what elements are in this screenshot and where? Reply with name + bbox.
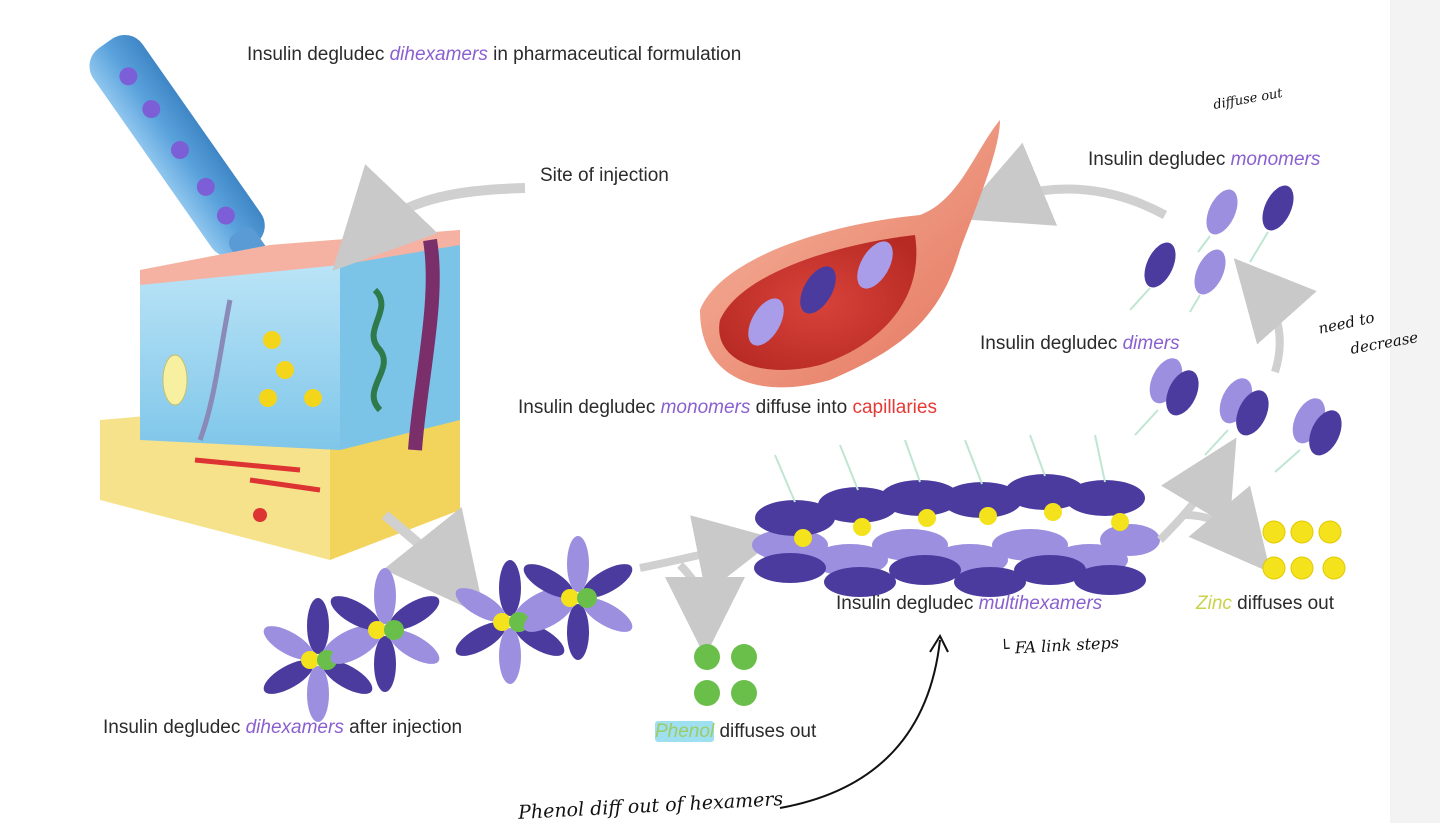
monomers-to-capillary-arrow [956, 142, 1168, 226]
phenol-out-arrow [664, 562, 745, 657]
text: after injection [343, 717, 463, 738]
injection-site-arrow [332, 164, 526, 271]
label-site-of-injection: Site of injection [540, 165, 669, 186]
text: Insulin degludec [247, 44, 390, 65]
text: Insulin degludec [836, 593, 979, 614]
dihexamer-after-injection-group [258, 536, 638, 722]
label-zinc-diffuses-out: Zinc diffuses out [1196, 593, 1334, 615]
multihexamer-chain [752, 434, 1160, 597]
label-dihexamers-after-injection: Insulin degludec dihexamers after inject… [103, 717, 462, 739]
dihexamer-flower [325, 568, 445, 692]
dihexamer-to-multihexamer-arrow [639, 515, 777, 594]
text-em: Phenol [655, 721, 715, 742]
phenol-molecules [694, 644, 757, 706]
handwritten-arrowhead [929, 633, 949, 653]
label-pharmaceutical-formulation: Insulin degludec dihexamers in pharmaceu… [247, 44, 741, 66]
label-monomers-top: Insulin degludec monomers [1088, 149, 1320, 171]
text: diffuses out [1231, 593, 1335, 614]
dimers-to-monomers-arrow [1233, 258, 1317, 374]
text-em: dihexamers [245, 717, 344, 738]
capillary-vessel-illustration [700, 120, 1000, 388]
text: diffuse into [750, 397, 853, 418]
zinc-out-arrow [1184, 485, 1271, 573]
text: diffuses out [714, 721, 817, 742]
skin-to-dihexamers-arrow [381, 506, 485, 617]
handwritten-arrow [779, 639, 941, 809]
text-em: multihexamers [978, 593, 1103, 614]
text: Insulin degludec [980, 333, 1123, 354]
text-em: monomers [1230, 149, 1321, 170]
label-phenol-diffuses-out: Phenol diffuses out [655, 721, 816, 743]
skin-cross-section-illustration [100, 230, 460, 560]
pen-dihexamer-icons [119, 67, 235, 225]
label-dimers: Insulin degludec dimers [980, 333, 1180, 355]
text-red: capillaries [852, 397, 937, 418]
text-em: Zinc [1196, 593, 1232, 614]
right-scroll-edge [1390, 0, 1440, 823]
insulin-dimers [1134, 358, 1342, 473]
text-em: dimers [1122, 333, 1180, 354]
multihexamer-to-dimers-arrow [1157, 437, 1237, 543]
insulin-monomers [1129, 185, 1294, 313]
dihexamer-flower [518, 536, 638, 660]
zinc-ions [1262, 520, 1346, 580]
text: Insulin degludec [518, 397, 661, 418]
label-diffuse-into-capillaries: Insulin degludec monomers diffuse into c… [518, 397, 937, 419]
text-em: monomers [660, 397, 751, 418]
text: Insulin degludec [1088, 149, 1231, 170]
label-multihexamers: Insulin degludec multihexamers [836, 593, 1102, 615]
text: in pharmaceutical formulation [487, 44, 742, 65]
text: Insulin degludec [103, 717, 246, 738]
text-em: dihexamers [389, 44, 488, 65]
